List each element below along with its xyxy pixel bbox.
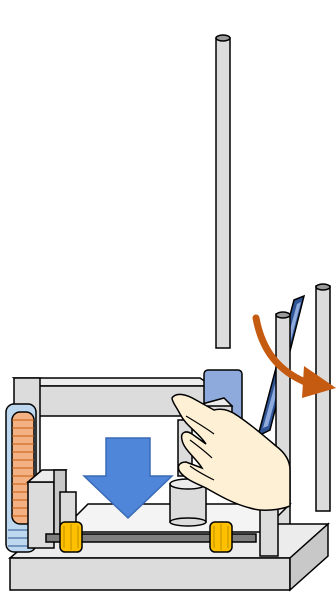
wheel-icon (60, 522, 82, 552)
tall-vertical-rod (216, 35, 230, 348)
right-rod-back (316, 284, 330, 511)
wheel-icon (210, 522, 232, 552)
